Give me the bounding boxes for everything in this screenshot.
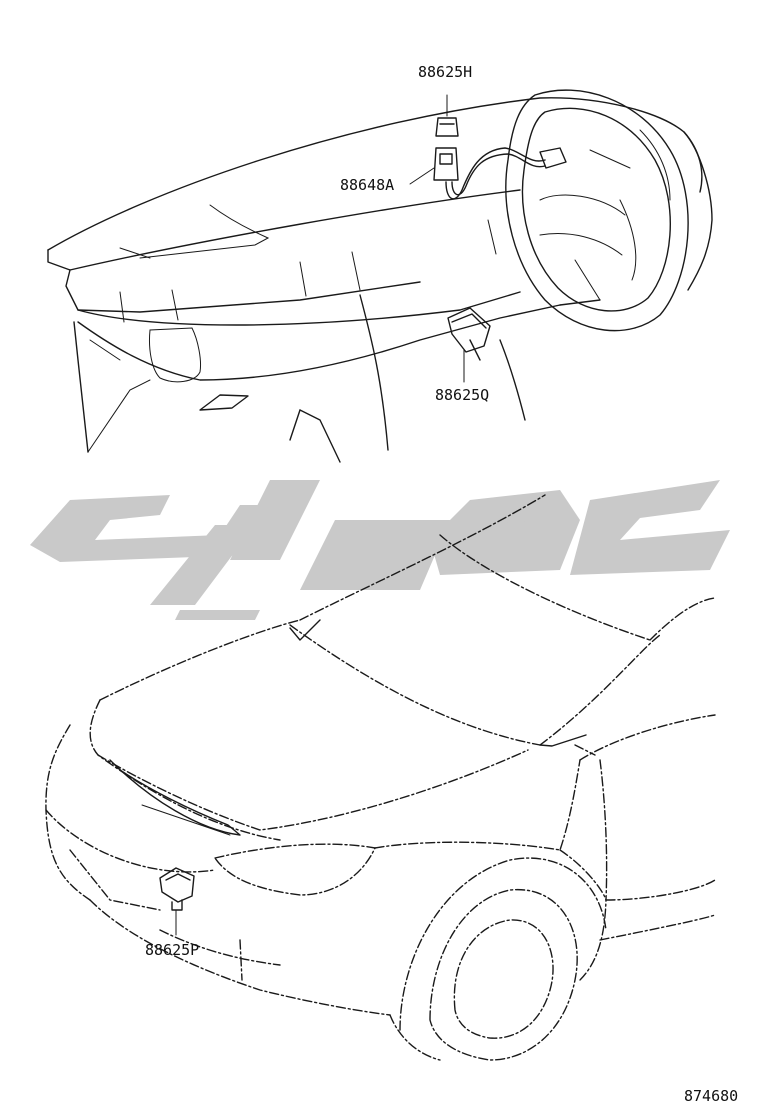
- steering-wheel: [505, 89, 689, 332]
- connector-88648a-icon: [409, 147, 567, 200]
- label-88625p: 88625P: [145, 941, 199, 959]
- label-88625h: 88625H: [418, 63, 472, 81]
- watermark-logo: [30, 480, 730, 620]
- label-88648a: 88648A: [340, 176, 394, 194]
- figure-id: 874680: [684, 1087, 738, 1105]
- sensor-88625h-icon: [435, 94, 459, 137]
- label-88625q: 88625Q: [435, 386, 489, 404]
- dashboard-drawing: [47, 97, 713, 463]
- sensor-88625q-icon: [447, 307, 491, 383]
- sensor-88625p-icon: [159, 867, 195, 936]
- car-drawing: [45, 494, 716, 1061]
